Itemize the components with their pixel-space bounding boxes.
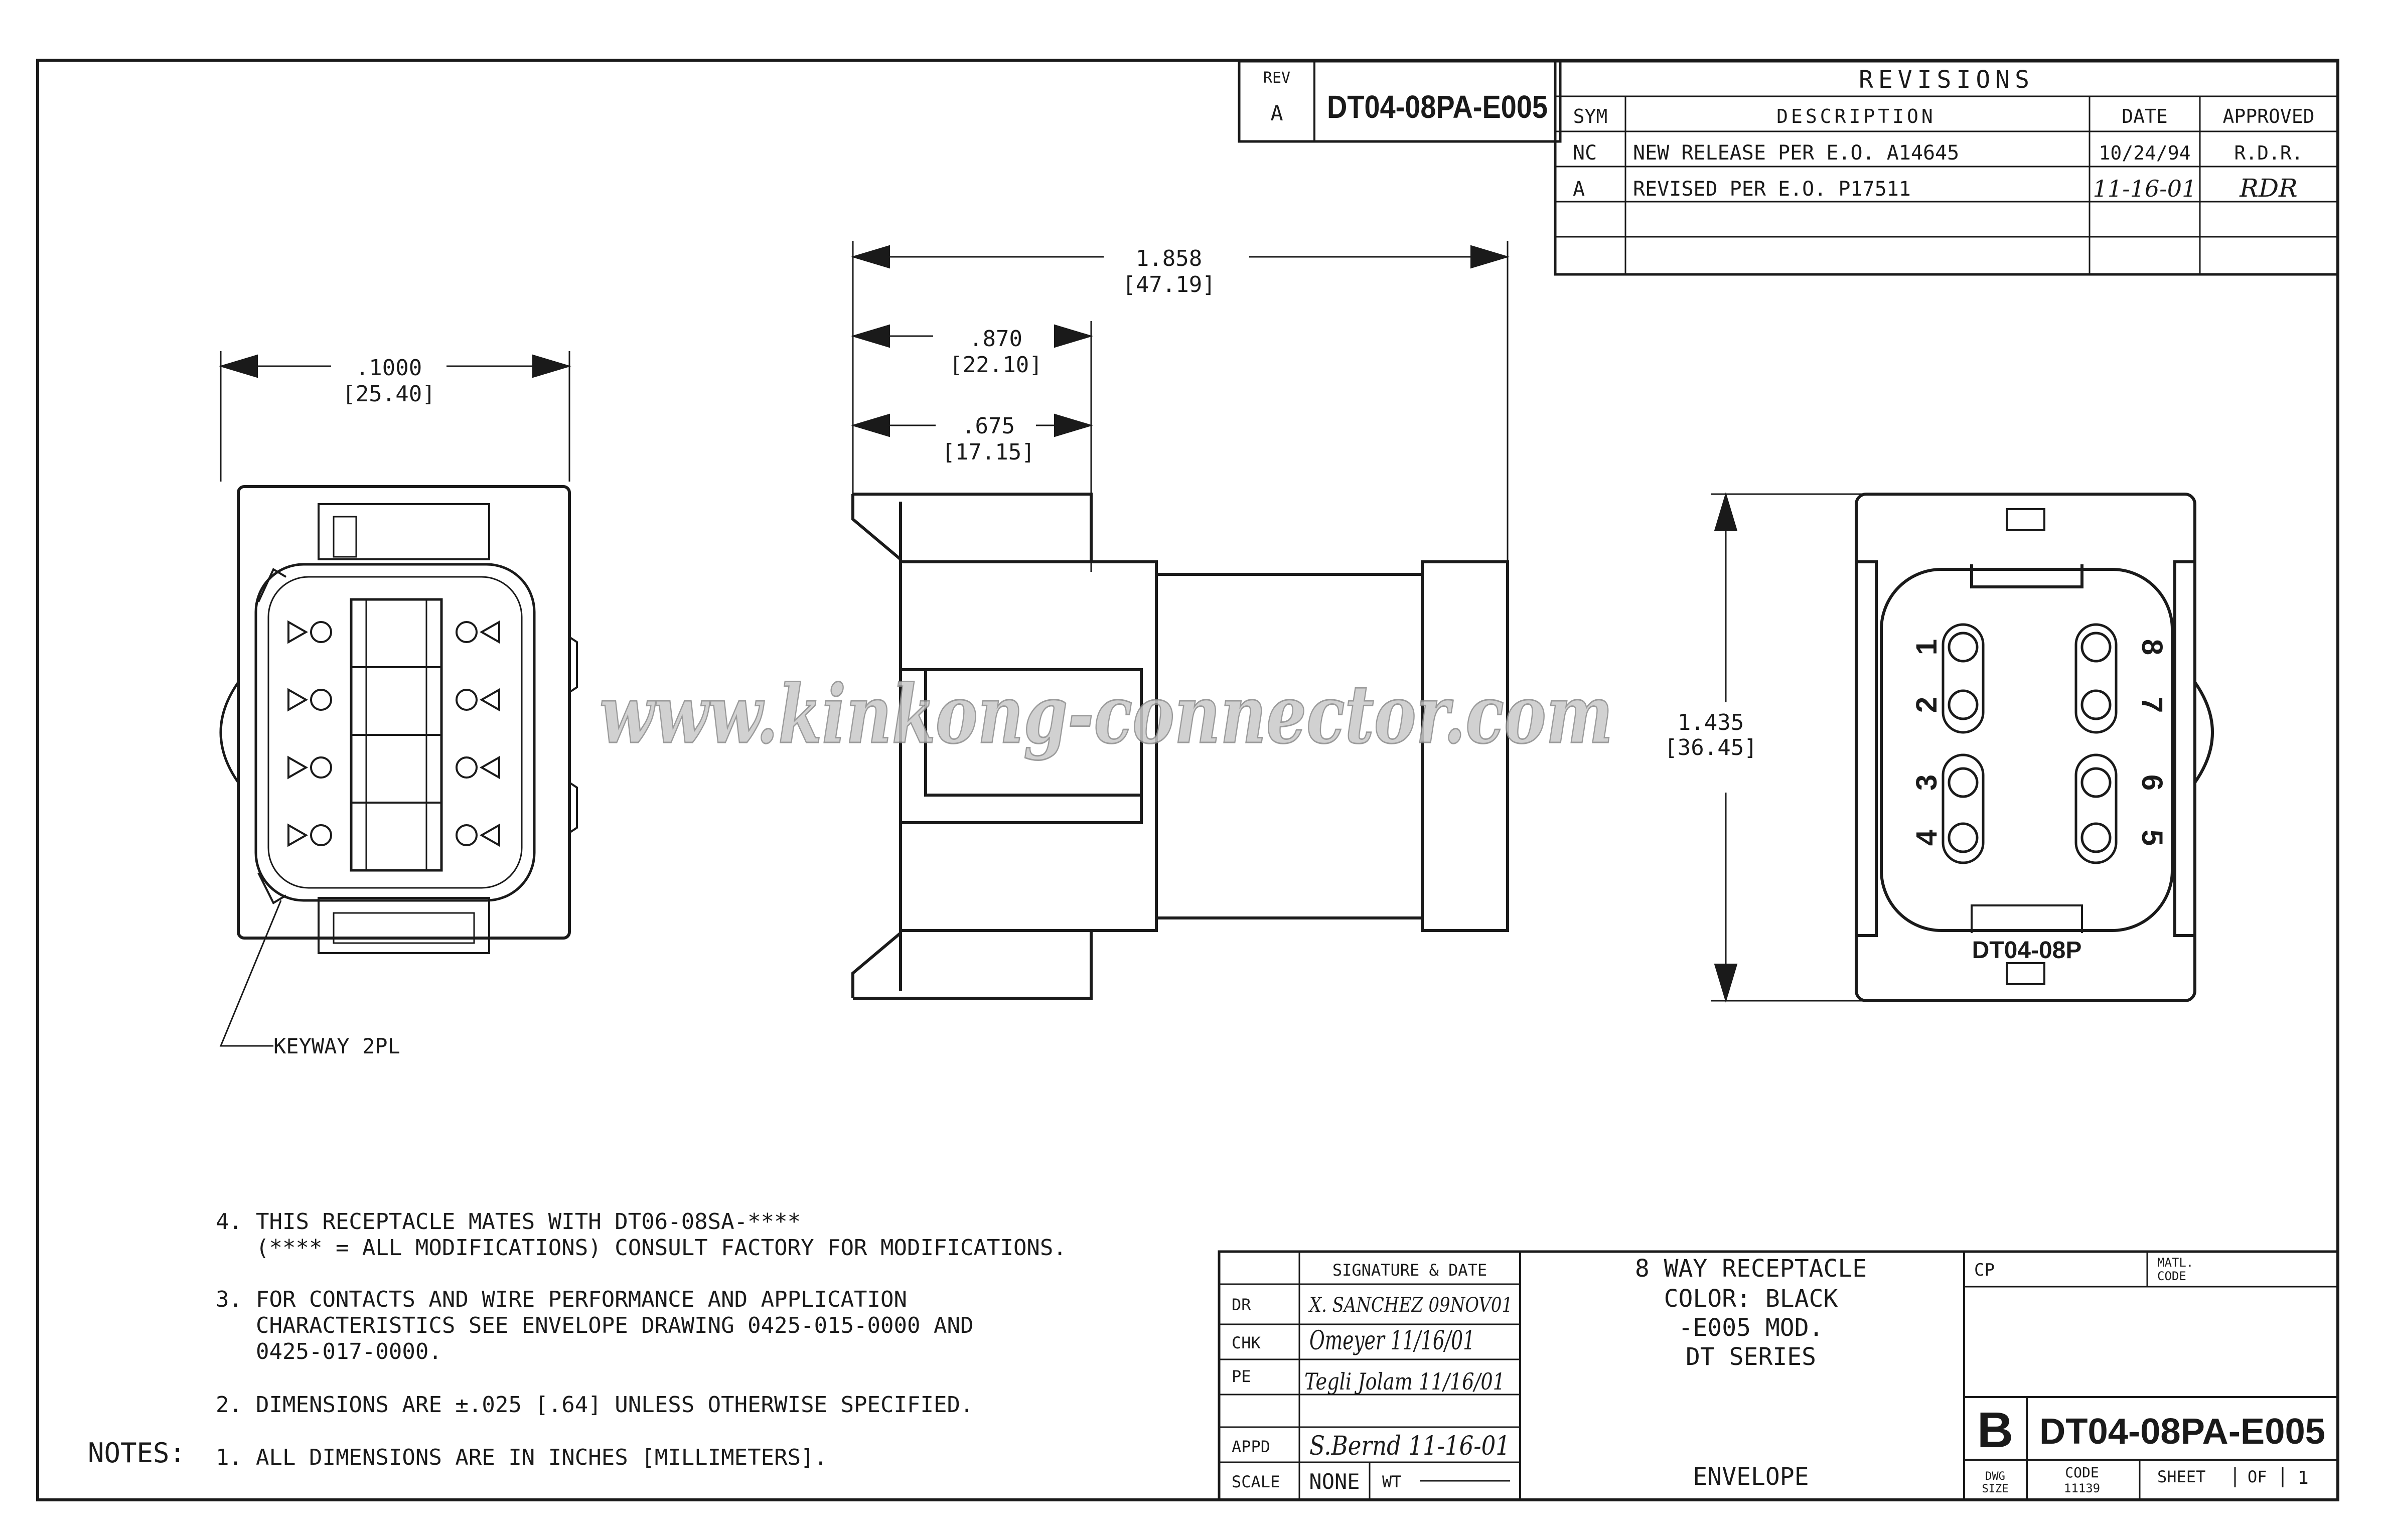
sig-role-chk: CHK (1232, 1333, 1261, 1352)
pin-number-6: 6 (2136, 775, 2168, 791)
dim-short-length-in: .675 (962, 413, 1015, 439)
dim-overall-length-in: 1.858 (1136, 246, 1202, 271)
bottom-part-number: DT04-08PA-E005 (2039, 1412, 2325, 1452)
dim-short-length-mm: [17.15] (942, 439, 1034, 465)
rev-row-2-sym: A (1573, 178, 1585, 201)
wt-label: WT (1382, 1472, 1402, 1491)
note-1-line-1: ALL DIMENSIONS ARE IN INCHES [MILLIMETER… (256, 1445, 827, 1470)
pin-number-4: 4 (1910, 830, 1943, 846)
sig-value-pe: Tegli Jolam 11/16/01 (1304, 1368, 1505, 1395)
rev-header-description: DESCRIPTION (1776, 105, 1936, 127)
rev-row-2-date: 11-16-01 (2093, 175, 2197, 202)
dwg-size: B (1977, 1402, 2013, 1458)
sig-role-appd: APPD (1232, 1437, 1270, 1456)
front-view: .1000 [25.40] (219, 351, 578, 1058)
notes-heading: NOTES: (88, 1437, 186, 1469)
pin-number-1: 1 (1910, 639, 1943, 655)
rev-header-sym: SYM (1573, 105, 1608, 127)
sig-value-dr: X. SANCHEZ 09NOV01 (1308, 1294, 1513, 1317)
note-3-num: 3. (216, 1287, 242, 1312)
rear-view: 1.435 [36.45] 1 2 3 4 8 (1664, 492, 2214, 1003)
note-3-line-3: 0425-017-0000. (256, 1339, 442, 1364)
revisions-table: REVISIONS SYM DESCRIPTION DATE APPROVED … (1554, 60, 2339, 276)
rev-header-approved: APPROVED (2222, 105, 2314, 127)
note-3-line-2: CHARACTERISTICS SEE ENVELOPE DRAWING 042… (256, 1313, 973, 1338)
scale-label: SCALE (1232, 1472, 1280, 1491)
pin-number-7: 7 (2136, 697, 2168, 713)
sig-role-pe: PE (1232, 1367, 1251, 1386)
dwg-size-label-1: DWG (1985, 1470, 2005, 1483)
rev-row-2-description: REVISED PER E.O. P17511 (1633, 178, 1911, 201)
rev-row-2-approved: RDR (2239, 174, 2297, 203)
rev-row-1-date: 10/24/94 (2099, 142, 2190, 164)
matl-code-label-2: CODE (2157, 1269, 2186, 1283)
note-4-line-2: (**** = ALL MODIFICATIONS) CONSULT FACTO… (256, 1235, 1067, 1261)
top-part-number: DT04-08PA-E005 (1327, 89, 1548, 125)
rev-row-1-sym: NC (1573, 141, 1597, 165)
pin-number-5: 5 (2136, 830, 2168, 846)
dim-overall-length-mm: [47.19] (1122, 272, 1215, 297)
dwg-size-label-2: SIZE (1982, 1483, 2009, 1495)
note-2-line-1: DIMENSIONS ARE ±.025 [.64] UNLESS OTHERW… (256, 1392, 973, 1418)
code-label: CODE (2065, 1464, 2099, 1481)
dim-front-width-in: .1000 (356, 355, 422, 381)
note-3-line-1: FOR CONTACTS AND WIRE PERFORMANCE AND AP… (256, 1287, 907, 1312)
rear-marking: DT04-08P (1972, 937, 2082, 964)
description-line-2: COLOR: BLACK (1664, 1285, 1838, 1313)
keyway-label: KEYWAY 2PL (273, 1034, 400, 1058)
side-view: 1.858 [47.19] .870 [22.10] .675 [17.15] (851, 241, 1510, 1000)
rev-header-date: DATE (2122, 105, 2168, 127)
scale-value: NONE (1309, 1469, 1360, 1494)
dim-mid-length-in: .870 (969, 326, 1022, 352)
rev-row-1-approved: R.D.R. (2234, 142, 2303, 164)
dim-front-width-mm: [25.40] (342, 381, 435, 407)
note-4-num: 4. (216, 1209, 242, 1235)
sheet-border (36, 59, 2339, 1501)
pin-number-3: 3 (1910, 775, 1943, 791)
sig-value-appd: S.Bernd 11-16-01 (1309, 1431, 1510, 1461)
description-line-4: DT SERIES (1686, 1343, 1816, 1371)
pin-number-2: 2 (1910, 697, 1943, 713)
title-block: SIGNATURE & DATE DR X. SANCHEZ 09NOV01 C… (1218, 1250, 2339, 1501)
envelope-label: ENVELOPE (1693, 1463, 1809, 1491)
of-label: OF (2248, 1467, 2267, 1486)
code-value: 11139 (2064, 1481, 2100, 1495)
signature-header: SIGNATURE & DATE (1332, 1261, 1487, 1280)
sig-value-chk: Omeyer 11/16/01 (1309, 1326, 1475, 1356)
notes: 4. THIS RECEPTACLE MATES WITH DT06-08SA-… (88, 1209, 1067, 1470)
watermark: www.kinkong-connector.com (600, 667, 1613, 761)
rev-value: A (1270, 101, 1283, 125)
note-1-num: 1. (216, 1445, 242, 1470)
note-2-num: 2. (216, 1392, 242, 1418)
matl-code-label-1: MATL. (2157, 1256, 2193, 1270)
description-line-3: -E005 MOD. (1679, 1314, 1824, 1342)
sheet-label: SHEET (2157, 1467, 2205, 1486)
rev-box: REV A DT04-08PA-E005 (1238, 60, 1562, 143)
cp-label: CP (1974, 1260, 1995, 1280)
description-line-1: 8 WAY RECEPTACLE (1635, 1255, 1867, 1283)
rev-row-1-description: NEW RELEASE PER E.O. A14645 (1633, 141, 1959, 165)
dim-height-mm: [36.45] (1664, 735, 1757, 760)
pin-number-8: 8 (2136, 639, 2168, 655)
dim-mid-length-mm: [22.10] (949, 352, 1042, 378)
note-4-line-1: THIS RECEPTACLE MATES WITH DT06-08SA-***… (256, 1209, 801, 1235)
rev-label: REV (1263, 69, 1290, 87)
dim-height-in: 1.435 (1678, 710, 1744, 735)
sheet-value: 1 (2298, 1468, 2309, 1488)
revisions-title: REVISIONS (1859, 66, 2034, 94)
sig-role-dr: DR (1232, 1295, 1251, 1314)
